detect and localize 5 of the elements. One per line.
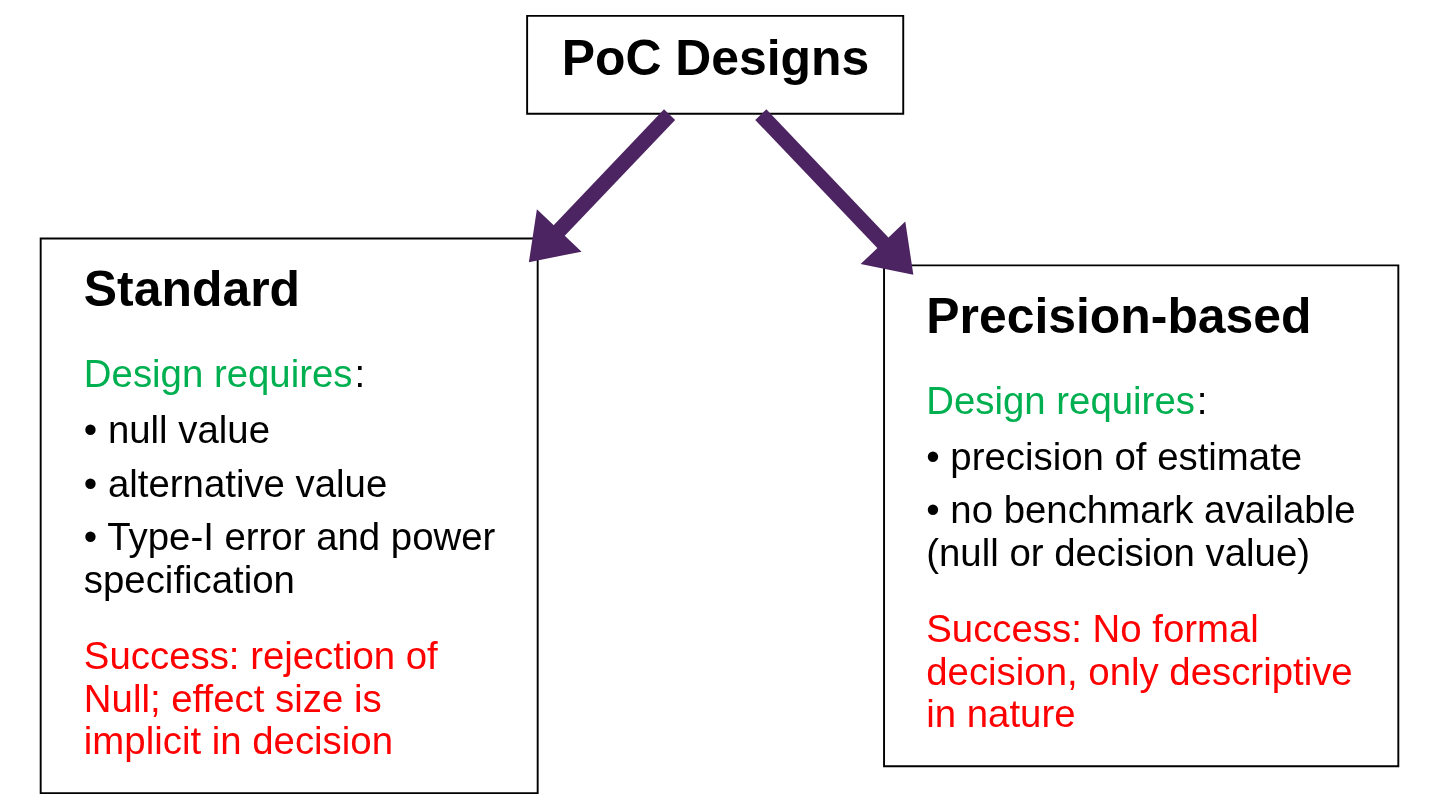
node-box: PoC Designs — [526, 14, 905, 115]
arrow — [528, 109, 676, 263]
arrow — [755, 109, 914, 275]
node-box: Standard Design requires: • null value • alternative value • Type-I error and power specification Success: rejection of Null; effect size is implicit in decision — [39, 237, 539, 795]
node-box: Precision-based Design requires: • precision of estimate • no benchmark available (null or decision value) Success: No formal decision, only descriptive in nature — [883, 264, 1400, 768]
